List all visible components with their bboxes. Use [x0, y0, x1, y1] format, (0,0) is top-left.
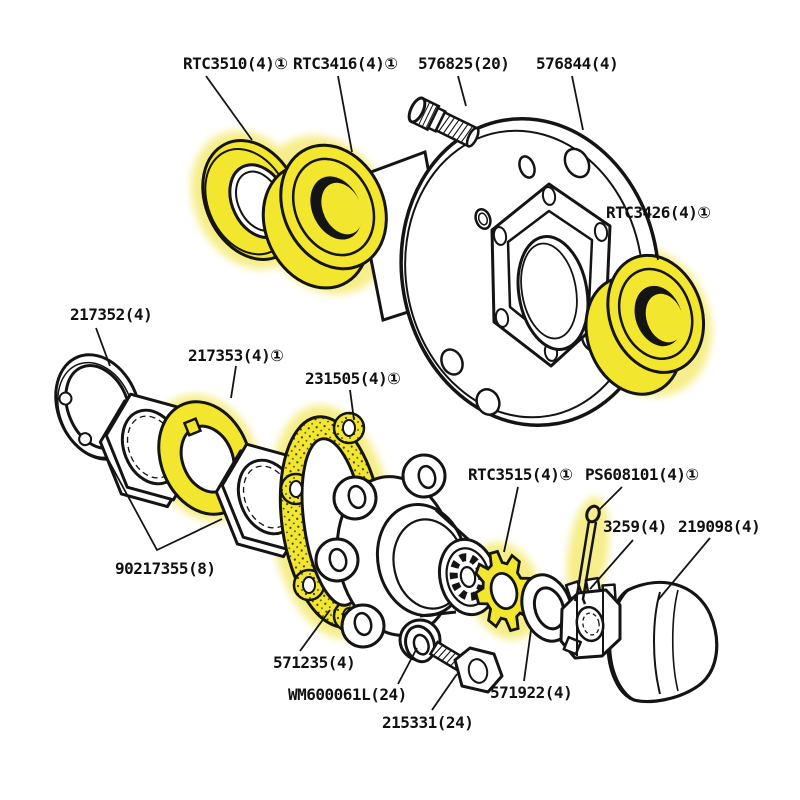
part-label-rtc3510: RTC3510(4)① [183, 54, 287, 73]
leader-231505 [349, 389, 355, 421]
plain-washer-drawing [520, 573, 574, 643]
leader-ps608101 [597, 486, 623, 512]
leader-90217355 [103, 451, 223, 552]
tab-washer-drawing [157, 400, 253, 516]
part-label-219098: 219098(4) [678, 517, 760, 536]
part-label-571922: 571922(4) [490, 683, 572, 702]
leader-219098 [657, 537, 711, 601]
leader-rtc3426 [649, 225, 659, 261]
part-label-576844: 576844(4) [536, 54, 618, 73]
part-label-215331: 215331(24) [382, 713, 473, 732]
leader-571235 [299, 609, 331, 652]
spring-washer-drawing [404, 624, 436, 664]
inner-bearing-drawing [261, 143, 388, 290]
leader-wm600061l [397, 647, 418, 685]
part-label-ps608101: PS608101(4)① [585, 465, 699, 484]
part-label-217353: 217353(4)① [188, 346, 283, 365]
part-label-wm600061l: WM600061L(24) [288, 685, 407, 704]
leader-215331 [431, 673, 458, 711]
outer-bearing-drawing [584, 253, 706, 396]
castle-nut-drawing [559, 576, 622, 660]
leader-576844 [571, 75, 584, 131]
part-label-rtc3515: RTC3515(4)① [468, 465, 572, 484]
split-pin-drawing [573, 504, 601, 605]
leader-lines [95, 75, 711, 711]
part-label-571235: 571235(4) [273, 653, 355, 672]
part-label-576825: 576825(20) [418, 54, 509, 73]
star-washer-drawing [467, 545, 541, 636]
leader-rtc3510 [205, 75, 253, 141]
part-labels: RTC3510(4)① RTC3416(4)① 576825(20) 57684… [70, 54, 761, 732]
leader-571922 [523, 629, 532, 682]
hub-cap-drawing [606, 580, 719, 704]
leader-3259 [589, 539, 634, 590]
part-label-rtc3416: RTC3416(4)① [293, 54, 397, 73]
leader-576825 [457, 75, 467, 107]
part-label-217352: 217352(4) [70, 305, 152, 324]
leader-rtc3416 [337, 75, 353, 153]
leader-rtc3515 [503, 486, 519, 553]
part-label-3259: 3259(4) [603, 517, 667, 536]
bolt-drawing [428, 640, 504, 694]
leader-217352 [95, 327, 111, 367]
part-label-rtc3426: RTC3426(4)① [606, 203, 710, 222]
part-label-231505: 231505(4)① [305, 369, 400, 388]
wheel-stud-drawing [407, 96, 480, 148]
part-label-90217355: 90217355(8) [115, 559, 215, 578]
leader-217353 [230, 365, 237, 399]
